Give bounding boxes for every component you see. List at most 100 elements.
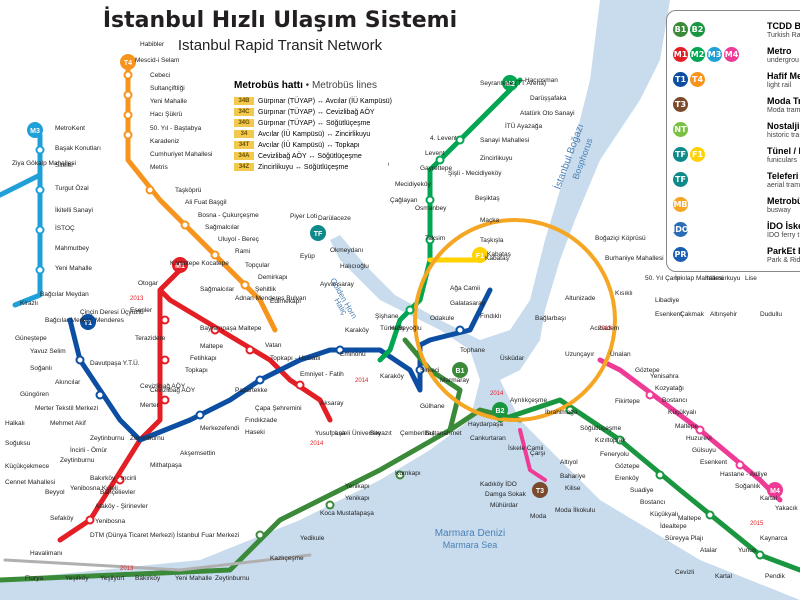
- station-label: Merter: [140, 402, 160, 409]
- station-label: Yeşilyurt: [100, 575, 125, 582]
- legend-label: TCDD BaTurkish Ra: [767, 21, 800, 39]
- station-dot: [255, 530, 265, 540]
- station-dot: [735, 460, 745, 470]
- line-future: [3, 553, 312, 572]
- station-dot: [35, 145, 45, 155]
- line-badge-label: T1: [84, 320, 92, 327]
- station-label: Tophane: [460, 347, 485, 354]
- year-tag: 2015: [750, 521, 764, 527]
- station-label: Sağmalcılar: [200, 286, 235, 293]
- station-label: Fikirtepe: [615, 398, 640, 405]
- legend-badge-f1: F1: [690, 146, 705, 162]
- line-badge-t1: [80, 314, 96, 330]
- station-label: Çarşı: [530, 450, 546, 457]
- station-label: Yenisahra: [650, 373, 679, 380]
- station-label: Mühürdar: [490, 502, 519, 509]
- station-label: Kazlıçeşme: [270, 555, 304, 562]
- station-dot: [705, 510, 715, 520]
- station-label: Kızıltoprak: [595, 437, 626, 444]
- station-label: İSTOÇ: [55, 223, 75, 232]
- legend-row: PR: [673, 244, 690, 264]
- line-badge-label: TF: [314, 231, 323, 238]
- station-label: Şehitlik: [255, 286, 277, 293]
- station-dot: [123, 110, 133, 120]
- station-label: Habibler: [140, 41, 165, 48]
- station-label: Cevizlibağ AÖY: [140, 382, 186, 390]
- station-label: Küçükçekmece: [5, 463, 49, 470]
- legend-badge-tf: TF: [673, 146, 688, 162]
- station-label: Edirnekapı: [270, 298, 301, 305]
- station-label: Yakacık: [775, 505, 798, 512]
- line-b2: [497, 397, 800, 573]
- line-badge-t3: [532, 482, 548, 498]
- station-label: Yeni Mahalle: [175, 575, 212, 582]
- station-label: Kartaltepe Kocatepe: [170, 260, 229, 267]
- station-label: Huzurevi: [686, 435, 712, 442]
- station-label: Halkalı: [5, 420, 25, 427]
- station-label: Bakırköy - İncirli: [90, 473, 136, 482]
- line-badge-f1: [472, 247, 488, 263]
- station-label: Cebeci: [150, 72, 170, 79]
- legend-badge-mb: MB: [673, 196, 688, 212]
- station-label: Yenibosna: [95, 518, 126, 525]
- station-dot: [755, 550, 765, 560]
- station-label: Boğaziçi Köprüsü: [595, 235, 646, 242]
- station-label: Bağlarbaşı: [535, 315, 566, 322]
- station-label: Atatürk Oto Sanayi: [520, 110, 575, 117]
- station-dot: [95, 390, 105, 400]
- station-label: Yavuz Selim: [30, 348, 66, 355]
- station-label: Kozyatağı: [655, 385, 684, 392]
- legend-badge-b2: B2: [690, 21, 705, 37]
- station-label: Zincirlikuyu: [480, 155, 513, 162]
- station-label: Kirazlı: [20, 300, 38, 307]
- year-tag: 2014: [355, 378, 369, 384]
- station-label: Eyüp: [300, 253, 315, 260]
- legend-badge-b1: B1: [673, 21, 688, 37]
- station-dot: [35, 225, 45, 235]
- station-dot: [695, 425, 705, 435]
- station-label: Cennet Mahallesi: [5, 479, 55, 486]
- station-label: Maltepe: [675, 423, 699, 430]
- station-label: Şişhane: [375, 313, 399, 320]
- station-label: Adnan Menderes Bulvarı: [235, 295, 307, 302]
- station-label: Yenikapı: [345, 495, 370, 502]
- station-label: Cevizli: [675, 569, 694, 576]
- legend-badge-t1: T1: [673, 71, 688, 87]
- station-label: Fetihkapı: [190, 355, 217, 362]
- station-label: Feneryolu: [600, 451, 629, 458]
- station-label: Topkapı - Ulubatlı: [270, 355, 321, 362]
- station-label: Siteler: [55, 162, 74, 169]
- station-label: Beyazıt: [370, 430, 392, 437]
- station-label: Çemberlitaş: [400, 430, 435, 437]
- station-label: Maltepe: [200, 343, 224, 350]
- station-label: Esenkent: [700, 459, 727, 466]
- line-badge-m4: [767, 482, 783, 498]
- station-dot: [655, 470, 665, 480]
- station-label: İnkılap Mahallesi: [675, 273, 723, 282]
- station-label: Zeytinburnu: [130, 435, 165, 442]
- station-label: Ihlamurkuyu: [705, 275, 741, 282]
- station-label: Sultançiftliği: [150, 85, 185, 92]
- station-label: 4. Levent: [430, 135, 457, 142]
- station-label: Güngören: [20, 391, 49, 398]
- station-label: Gayrettepe: [420, 165, 453, 172]
- station-label: Ayvansaray: [320, 281, 355, 288]
- station-label: Zeytinburnu: [90, 435, 125, 442]
- station-label: Burhaniye Mahallesi: [605, 255, 664, 262]
- year-tag: 2014: [490, 391, 504, 397]
- legend-label: Moda TraModa tram: [767, 96, 800, 114]
- station-label: Hastane - Adliye: [720, 471, 768, 478]
- station-label: Ünalan: [610, 350, 631, 358]
- line-badge-label: T3: [536, 488, 544, 495]
- legend-badge-m2: M2: [690, 46, 705, 62]
- station-dot: [160, 315, 170, 325]
- station-label: Rami: [235, 248, 250, 255]
- legend-badge-m4: M4: [724, 46, 739, 62]
- station-label: Havalimanı: [30, 550, 63, 557]
- station-label: Libadiye: [655, 297, 680, 304]
